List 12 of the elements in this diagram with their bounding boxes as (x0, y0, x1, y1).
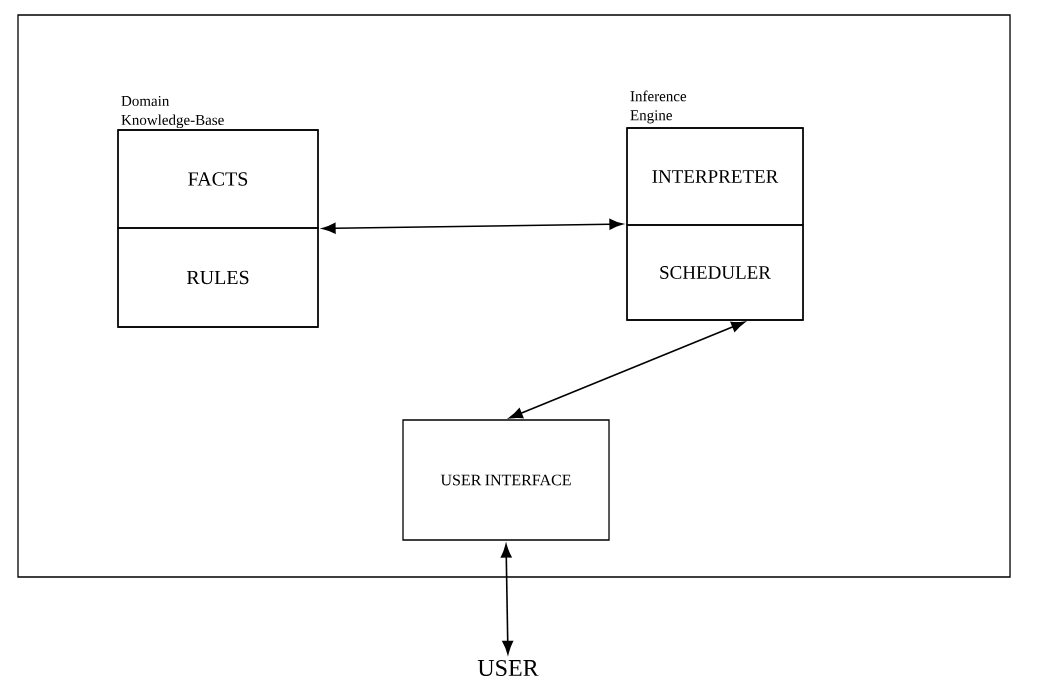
node-label: Inference Engine (630, 90, 687, 124)
arrow (322, 218, 623, 234)
compartment: RULES (117, 227, 319, 328)
arrow (509, 321, 745, 419)
node-label: USER (477, 659, 539, 677)
compartment: FACTS (117, 129, 319, 229)
compartment: SCHEDULER (626, 224, 804, 321)
process-box: USER INTERFACE (402, 419, 610, 541)
system-frame (17, 14, 1011, 578)
node-label: Domain Knowledge-Base (121, 95, 224, 129)
compartment: INTERPRETER (626, 127, 804, 226)
arrow (500, 544, 514, 655)
